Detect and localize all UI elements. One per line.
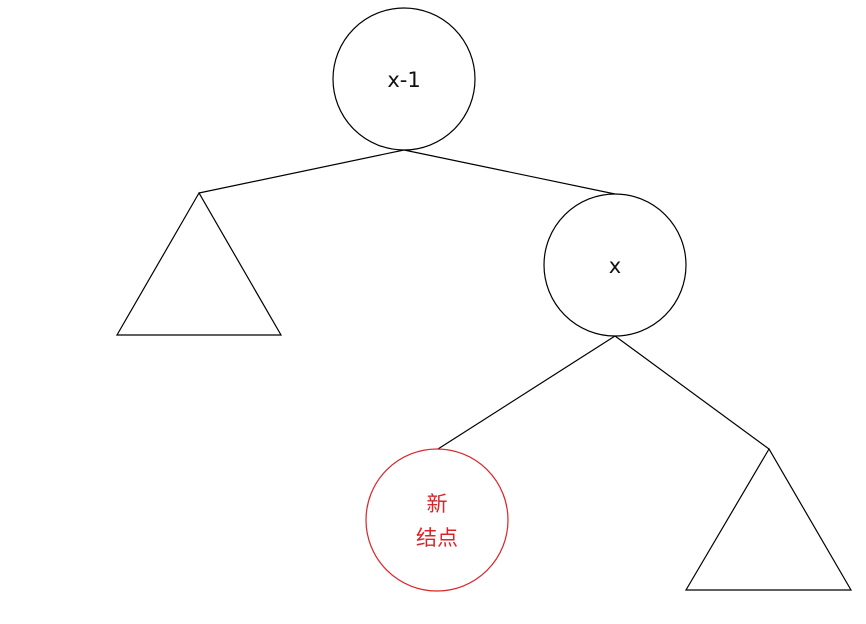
new-node-label-line2: 结点 bbox=[416, 526, 458, 550]
root-node-label: x-1 bbox=[387, 68, 420, 92]
left-subtree-triangle bbox=[115, 191, 283, 336]
new-node-circle bbox=[365, 448, 509, 592]
edge-x-to-new-node bbox=[437, 335, 616, 450]
edge-x-to-right-subtree bbox=[614, 335, 770, 450]
x-node-label: x bbox=[609, 254, 621, 278]
x-node-circle bbox=[543, 193, 687, 337]
root-node-circle bbox=[332, 7, 476, 151]
edge-root-to-x bbox=[403, 149, 616, 195]
new-node-label-line1: 新 bbox=[427, 492, 448, 516]
right-subtree-triangle bbox=[684, 447, 853, 591]
edge-root-to-left-subtree bbox=[198, 149, 405, 194]
